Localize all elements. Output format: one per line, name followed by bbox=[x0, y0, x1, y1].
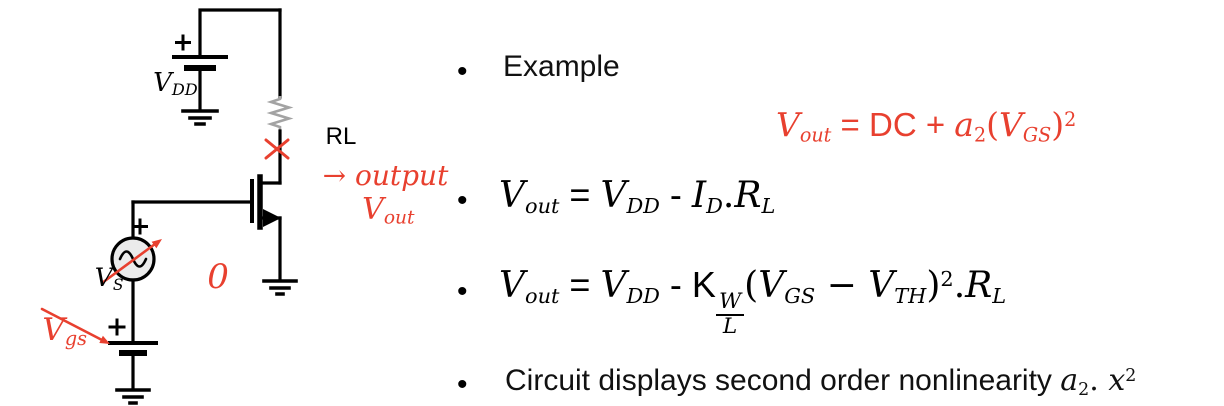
bullet-dot-2: • bbox=[457, 184, 468, 217]
vdd-ground-symbol bbox=[181, 109, 219, 126]
zero-annotation-arrowhead-icon bbox=[151, 239, 162, 249]
battery-plus-sign bbox=[175, 34, 191, 51]
vs-label: VS bbox=[94, 263, 124, 294]
rl-label: RL bbox=[325, 123, 357, 150]
output-arrow-icon: → bbox=[322, 159, 347, 192]
vdd-label: VDD bbox=[153, 68, 198, 100]
source-arrow bbox=[263, 209, 281, 227]
vgs-plus-sign bbox=[108, 318, 126, 336]
zero-label: 0 bbox=[207, 257, 229, 297]
bullet-dot-1: • bbox=[457, 55, 468, 88]
vdd-battery bbox=[172, 34, 228, 71]
output-node-cross-icon bbox=[264, 138, 290, 160]
nonlinearity-text: Circuit displays second order nonlineari… bbox=[505, 363, 1137, 400]
top-rail-wire bbox=[198, 8, 282, 57]
vgs-ground-symbol bbox=[115, 388, 151, 405]
rl-branch bbox=[266, 8, 294, 185]
circuit-diagram bbox=[40, 8, 298, 405]
red-annotations bbox=[40, 138, 290, 344]
vgs-annotation-line bbox=[40, 307, 104, 342]
output-label: → output bbox=[322, 159, 449, 192]
example-text: Example bbox=[503, 50, 620, 83]
bullet-dot-4: • bbox=[457, 368, 468, 401]
vdd-supply-branch bbox=[172, 8, 282, 126]
vout-circuit-label: Vout bbox=[362, 192, 415, 229]
resistor-rl bbox=[266, 96, 294, 131]
bullet-dot-3: • bbox=[457, 275, 468, 308]
vgs-annotation-arrowhead-icon bbox=[99, 335, 110, 344]
source-plus-sign bbox=[132, 218, 148, 235]
zero-annotation-line bbox=[100, 242, 157, 285]
vgs-battery bbox=[108, 318, 158, 405]
mosfet bbox=[131, 174, 298, 296]
source-ground-symbol bbox=[262, 279, 298, 296]
equation-2: Vout = VDD - ID.RL bbox=[499, 174, 776, 218]
red-equation: Vout = DC + a2(VGS)2 bbox=[776, 105, 1077, 147]
vgs-label: Vgs bbox=[42, 312, 87, 350]
